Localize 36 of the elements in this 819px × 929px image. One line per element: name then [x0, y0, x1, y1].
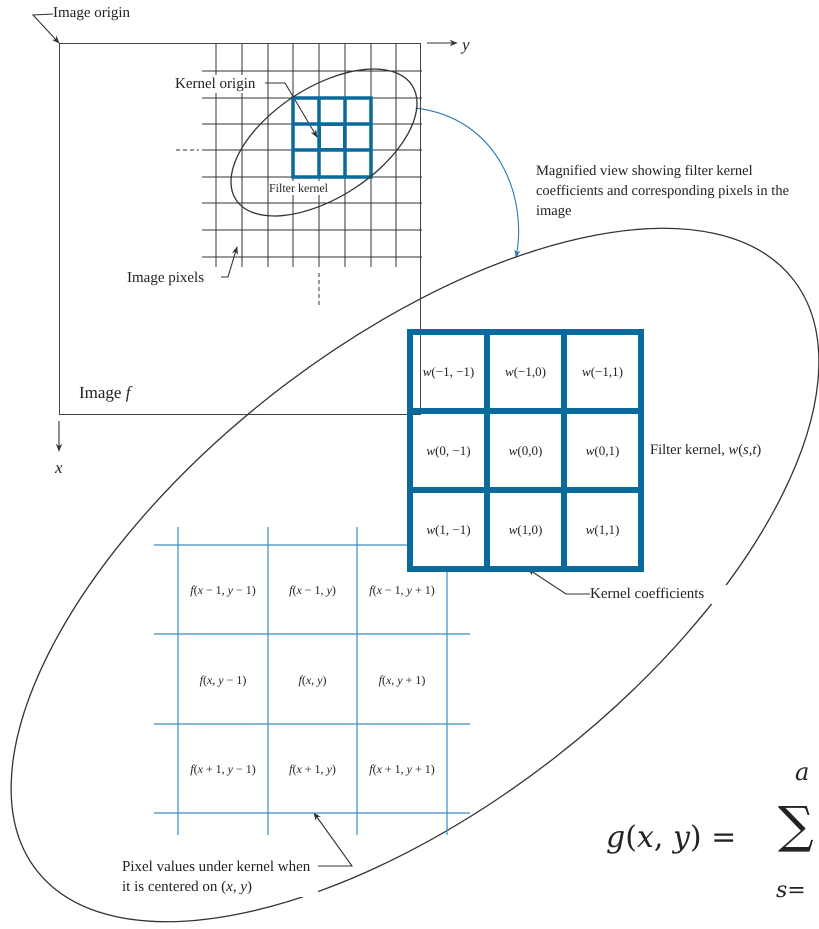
curved-arrow: [416, 107, 520, 258]
summation-sign: ∑: [778, 800, 814, 850]
pixel-value-cell: f(x, y + 1): [358, 636, 446, 724]
leader-line: [220, 246, 238, 278]
leader-line: [264, 82, 318, 138]
callout-text: Image pixels: [127, 269, 221, 287]
kernel-coefficient-cell: w(1,1): [564, 490, 641, 569]
image-frame: [59, 43, 421, 415]
formula-text: g(x, y) =: [606, 819, 736, 857]
kernel-coefficient-cell: w(0,0): [487, 411, 564, 490]
callout-text: Kernel origin: [175, 75, 265, 93]
leader-line: [314, 812, 354, 867]
pixel-value-cell: f(x − 1, y): [268, 546, 356, 634]
axis-label: x: [55, 457, 63, 479]
axis-label: y: [462, 34, 470, 56]
annotation-text: Magnified view showing filter kernel coefficients and corresponding pixels in the image: [536, 162, 790, 221]
kernel-coefficient-cell: w(−1, −1): [410, 332, 487, 411]
kernel-coefficient-cell: w(0,1): [564, 411, 641, 490]
kernel-coefficient-cell: w(0, −1): [410, 411, 487, 490]
pixel-value-cell: f(x, y − 1): [179, 636, 267, 724]
pixel-value-cell: f(x + 1, y + 1): [358, 725, 446, 813]
pixel-value-cell: f(x − 1, y − 1): [179, 546, 267, 634]
kernel-center-cell: [318, 123, 346, 151]
kernel-coefficient-cell: w(−1,0): [487, 332, 564, 411]
pixel-value-cell: f(x + 1, y): [268, 725, 356, 813]
image-caption: Image f: [79, 383, 130, 403]
leader-line: [32, 13, 60, 44]
filter-kernel-caption: Filter kernel: [269, 181, 328, 195]
annotation-text: Filter kernel, w(s,t): [650, 441, 762, 460]
formula-limit: a: [795, 760, 810, 784]
pixel-value-cell: f(x + 1, y − 1): [179, 725, 267, 813]
formula-limit: s=: [776, 880, 806, 902]
kernel-coefficient-cell: w(1, −1): [410, 490, 487, 569]
pixel-value-cell: f(x, y): [268, 636, 356, 724]
kernel-coefficient-cell: w(−1,1): [564, 332, 641, 411]
kernel-coefficient-cell: w(1,0): [487, 490, 564, 569]
